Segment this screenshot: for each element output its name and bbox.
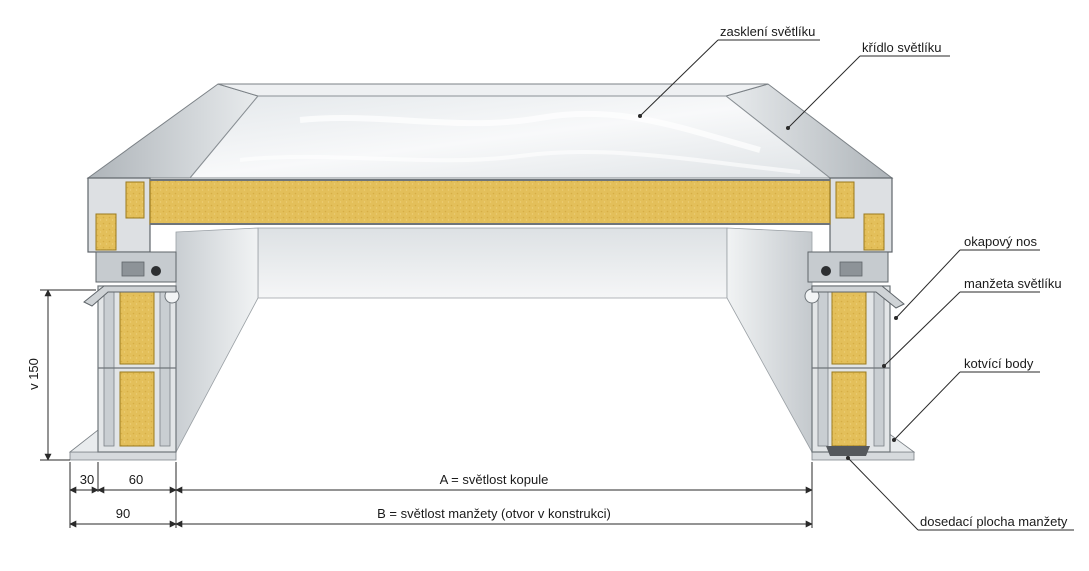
sash-frame-top-back: [217, 83, 769, 97]
insulation-core: [149, 179, 831, 225]
leader-curb-pointer: [883, 291, 961, 367]
skylight-sash: [83, 83, 905, 309]
base-flanges: [68, 429, 916, 461]
dot-drip-edge: [894, 316, 898, 320]
label-sash: křídlo světlíku: [862, 40, 941, 55]
left-curb-profile: [97, 285, 180, 453]
dot-glazing: [638, 114, 642, 118]
dim-a-label: A = světlost kopule: [440, 472, 549, 487]
label-drip-edge: okapový nos: [964, 234, 1037, 249]
leader-anchor-pointer: [893, 371, 961, 441]
label-seating-surface: dosedací plocha manžety: [920, 514, 1068, 529]
dot-seating: [846, 456, 850, 460]
dim-60-label: 60: [129, 472, 143, 487]
drip-edge: [811, 285, 905, 309]
curb-back-wall: [257, 227, 728, 299]
curb-left-wall: [175, 227, 259, 453]
dimension-lines: [40, 289, 813, 528]
callout-leaders: [639, 39, 1074, 531]
dot-curb: [882, 364, 886, 368]
dim-height-label: v 150: [26, 358, 41, 390]
leader-sash-pointer: [787, 55, 861, 129]
label-anchor-points: kotvící body: [964, 356, 1034, 371]
base-flange-left: [69, 451, 177, 461]
dot-sash: [786, 126, 790, 130]
leader-glazing-pointer: [639, 39, 719, 117]
dim-b-label: B = světlost manžety (otvor v konstrukci…: [377, 506, 611, 521]
dot-anchor: [892, 438, 896, 442]
leader-seating-pointer: [847, 457, 919, 531]
dim-30-label: 30: [80, 472, 94, 487]
curb-right-wall: [726, 227, 813, 453]
right-curb-profile: [804, 285, 891, 456]
callout-dots: [638, 114, 898, 460]
curb-inner-walls: [175, 227, 813, 453]
label-glazing: zasklení světlíku: [720, 24, 815, 39]
label-curb: manžeta světlíku: [964, 276, 1062, 291]
leader-drip-edge-pointer: [895, 249, 961, 319]
dim-90-label: 90: [116, 506, 130, 521]
